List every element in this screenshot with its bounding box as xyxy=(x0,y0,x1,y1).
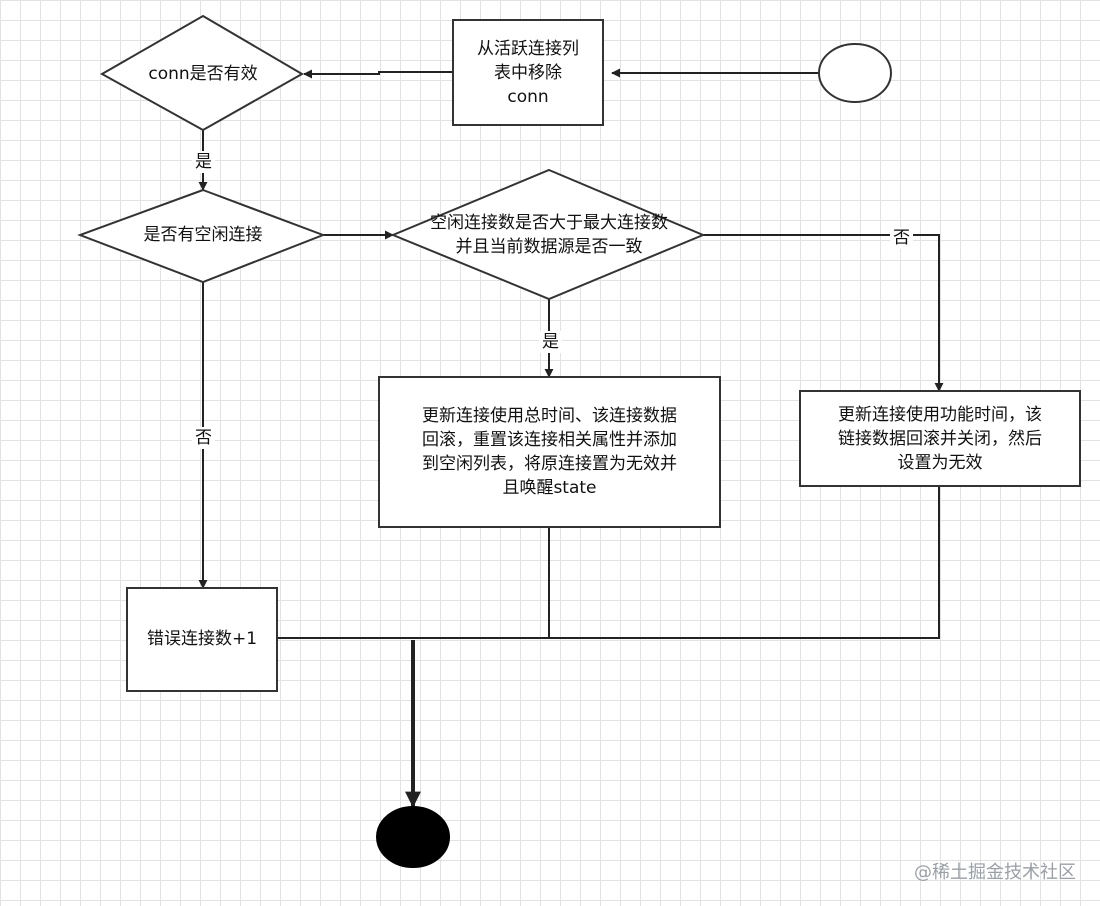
error-count-box xyxy=(126,587,278,692)
error-count-text: 错误连接数+1 xyxy=(146,629,258,649)
edge-close-merge xyxy=(277,486,940,639)
has-idle-text: 是否有空闲连接 xyxy=(143,225,263,245)
start-node xyxy=(818,43,892,103)
conn-valid-decision xyxy=(99,14,305,132)
update-rollback-text: 更新连接使用总时间、该连接数据 回滚，重置该连接相关属性并添加 到空闲列表，将原… xyxy=(422,406,677,498)
remove-conn-box xyxy=(452,19,604,126)
edge-check-to-update-close xyxy=(703,234,944,392)
remove-conn-text: 从活跃连接列 表中移除 conn xyxy=(477,38,579,107)
update-close-box xyxy=(799,390,1081,487)
edge-remove-to-valid xyxy=(303,69,453,79)
label-valid-yes: 是 xyxy=(192,151,215,173)
idle-check-text: 空闲连接数是否大于最大连接数 并且当前数据源是否一致 xyxy=(430,213,668,257)
end-node xyxy=(376,806,450,868)
idle-check-decision xyxy=(390,168,706,301)
conn-valid-text: conn是否有效 xyxy=(148,64,258,84)
label-check-no: 否 xyxy=(890,227,913,249)
watermark-text: @稀土掘金技术社区 xyxy=(914,862,1076,883)
label-idle-no: 否 xyxy=(192,427,215,449)
has-idle-decision xyxy=(77,188,326,284)
label-check-yes: 是 xyxy=(539,331,562,353)
update-rollback-box xyxy=(378,376,721,528)
update-close-text: 更新连接使用功能时间，该 链接数据回滚并关闭，然后 设置为无效 xyxy=(838,405,1042,473)
